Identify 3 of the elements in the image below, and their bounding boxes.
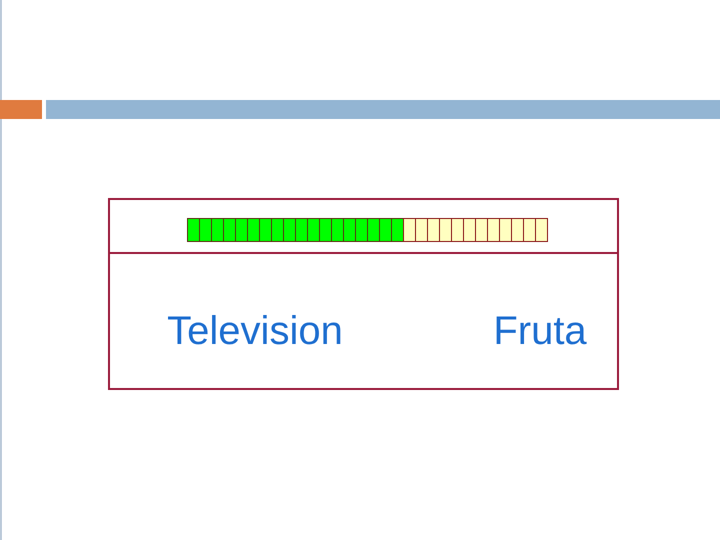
item-label: Television: [167, 308, 343, 354]
item-label: Fruta: [493, 308, 587, 354]
frame-box: [108, 198, 619, 390]
